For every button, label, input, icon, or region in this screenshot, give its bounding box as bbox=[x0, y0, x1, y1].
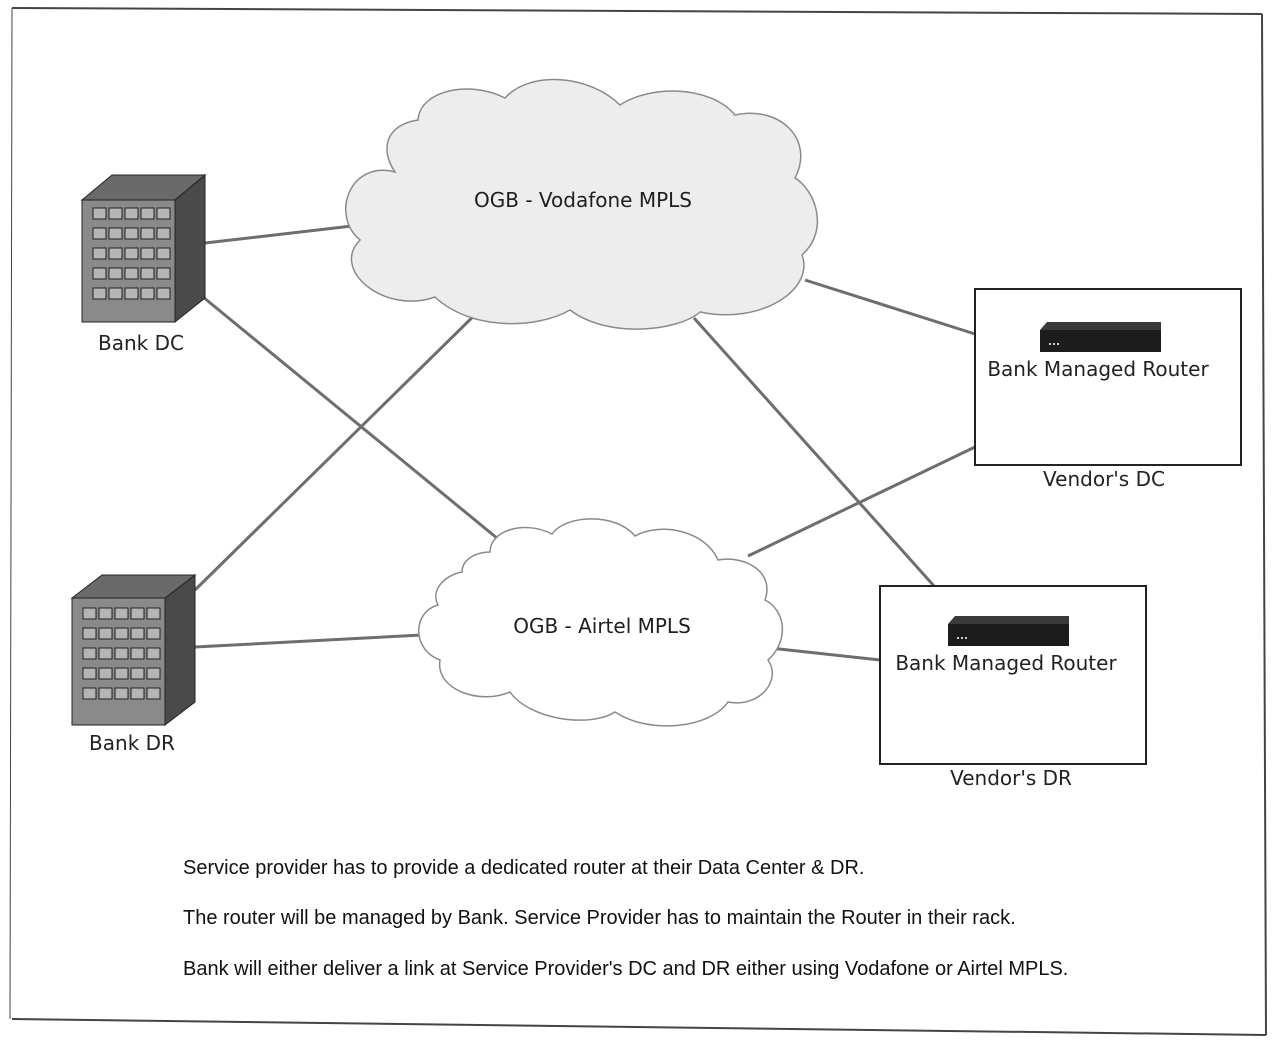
vendor-dr-site: Bank Managed Router Vendor's DR bbox=[879, 585, 1147, 790]
link-bankdc-airtel bbox=[202, 295, 504, 545]
vendor-dc-site: Bank Managed Router Vendor's DC bbox=[974, 288, 1242, 491]
link-bankdc-vodafone bbox=[204, 224, 353, 245]
vendor-dc-router-label: Bank Managed Router bbox=[987, 357, 1209, 381]
office-building-icon bbox=[70, 573, 197, 727]
link-bankdr-airtel bbox=[194, 633, 423, 649]
bank-dc-site: Bank DC bbox=[80, 173, 207, 355]
vendor-dr-caption: Vendor's DR bbox=[950, 766, 1072, 790]
office-building-icon bbox=[80, 173, 207, 324]
bank-dr-site: Bank DR bbox=[70, 573, 197, 755]
link-vodafone-vendordr bbox=[692, 316, 936, 588]
link-airtel-vendordc bbox=[747, 445, 976, 558]
note-dedicated-router: Service provider has to provide a dedica… bbox=[183, 857, 865, 879]
vendor-dc-caption: Vendor's DC bbox=[1043, 467, 1165, 491]
link-airtel-vendordr bbox=[769, 646, 881, 662]
bank-dr-label: Bank DR bbox=[89, 731, 175, 755]
note-router-managed-by-bank: The router will be managed by Bank. Serv… bbox=[183, 907, 1016, 929]
link-bankdr-vodafone bbox=[193, 298, 492, 592]
vendor-dr-router-label: Bank Managed Router bbox=[895, 651, 1117, 675]
vodafone-mpls-cloud: OGB - Vodafone MPLS bbox=[345, 78, 819, 330]
link-vodafone-vendordc bbox=[804, 278, 976, 336]
network-links bbox=[193, 224, 976, 662]
bank-dc-label: Bank DC bbox=[98, 331, 184, 355]
diagram-frame bbox=[9, 7, 1267, 1036]
vodafone-mpls-label: OGB - Vodafone MPLS bbox=[474, 188, 692, 212]
vendor-dr-box bbox=[879, 585, 1147, 765]
airtel-mpls-cloud: OGB - Airtel MPLS bbox=[418, 518, 783, 727]
vendor-dc-box bbox=[974, 288, 1242, 466]
airtel-mpls-label: OGB - Airtel MPLS bbox=[513, 614, 691, 638]
note-link-delivery: Bank will either deliver a link at Servi… bbox=[183, 958, 1069, 980]
router-icon bbox=[948, 616, 1069, 646]
router-icon bbox=[1040, 322, 1161, 352]
